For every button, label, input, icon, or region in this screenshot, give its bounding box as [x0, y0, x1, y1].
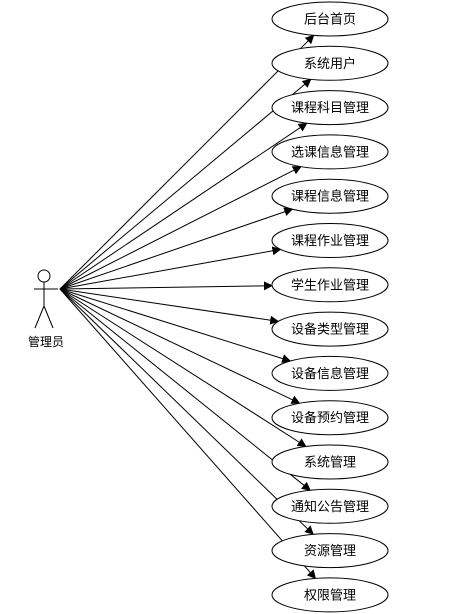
association-line: [59, 288, 280, 325]
use-case-label: 后台首页: [304, 13, 356, 28]
use-case-ellipse: [271, 267, 389, 303]
use-case-ellipse: [271, 488, 389, 524]
use-case-ellipse: [271, 577, 389, 613]
use-case-ellipse: [271, 134, 389, 170]
use-case-ellipse: [271, 400, 389, 436]
use-case-label: 学生作业管理: [291, 277, 369, 293]
actor: 管理员: [28, 269, 64, 349]
use-case: 设备类型管理: [271, 311, 389, 347]
use-case-ellipse: [271, 223, 389, 258]
use-case-label: 设备类型管理: [291, 322, 369, 338]
association-line: [59, 288, 292, 363]
use-case-ellipse: [271, 178, 389, 214]
use-case-label: 系统管理: [304, 456, 356, 471]
use-case: 课程科目管理: [271, 90, 389, 126]
use-case-ellipse: [271, 533, 389, 569]
use-case-label: 资源管理: [304, 544, 356, 559]
use-case-label: 课程科目管理: [291, 101, 369, 116]
use-case-ellipse: [271, 444, 389, 480]
association-line: [59, 207, 294, 290]
association-line: [59, 288, 317, 580]
actor-head: [37, 269, 51, 283]
use-case: 权限管理: [271, 577, 389, 613]
use-case-label: 课程信息管理: [291, 189, 369, 205]
association-line: [59, 34, 315, 290]
association-lines: [59, 34, 317, 580]
use-case-label: 选课信息管理: [291, 144, 369, 160]
actor-right-leg: [43, 305, 54, 329]
use-case: 学生作业管理: [271, 267, 389, 303]
use-case-ellipse: [271, 311, 389, 347]
use-case-label: 课程作业管理: [291, 234, 369, 249]
use-case: 课程作业管理: [271, 223, 389, 258]
use-case: 资源管理: [271, 533, 389, 569]
association-line: [59, 166, 302, 290]
association-line: [59, 288, 301, 404]
use-case: 设备信息管理: [271, 355, 389, 391]
actor-label: 管理员: [28, 334, 64, 349]
use-case-ellipse: [271, 45, 389, 81]
use-case-label: 系统用户: [304, 56, 356, 72]
use-case: 通知公告管理: [271, 488, 389, 524]
use-case-list: 后台首页系统用户课程科目管理选课信息管理课程信息管理课程作业管理学生作业管理设备…: [271, 1, 389, 613]
use-case: 设备预约管理: [271, 400, 389, 436]
use-case: 系统用户: [271, 45, 389, 81]
use-case-label: 设备信息管理: [291, 366, 369, 382]
use-case: 课程信息管理: [271, 178, 389, 214]
use-case-ellipse: [271, 355, 389, 391]
association-line: [59, 288, 314, 535]
use-case-ellipse: [271, 90, 389, 126]
use-case: 后台首页: [271, 1, 389, 37]
use-case-label: 通知公告管理: [291, 499, 369, 515]
association-line: [59, 122, 308, 290]
association-line: [59, 281, 273, 291]
association-line: [59, 288, 311, 491]
association-line: [59, 78, 312, 290]
association-line: [59, 246, 282, 290]
association-line: [59, 288, 307, 447]
use-case: 系统管理: [271, 444, 389, 480]
use-case-ellipse: [271, 1, 389, 37]
use-case-label: 权限管理: [304, 587, 356, 603]
use-case: 选课信息管理: [271, 134, 389, 170]
actor-left-leg: [34, 305, 45, 329]
use-case-label: 设备预约管理: [291, 410, 369, 426]
